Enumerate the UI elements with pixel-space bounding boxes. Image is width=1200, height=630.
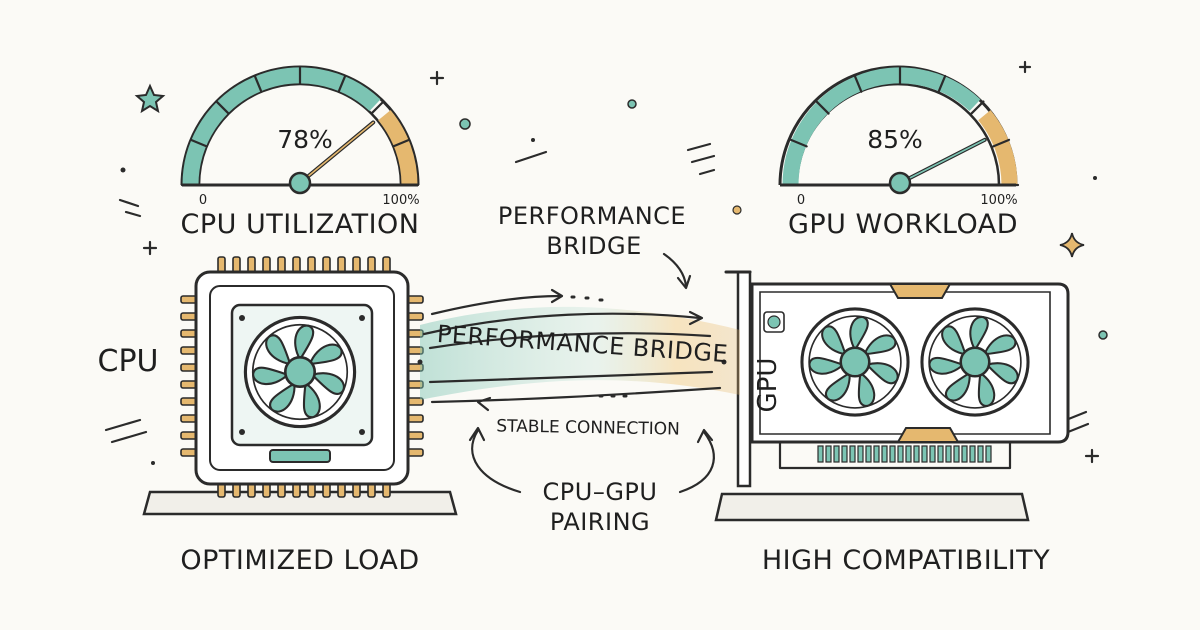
gpu-connector-pin xyxy=(857,445,864,463)
fan-icon xyxy=(800,307,910,417)
gpu-gauge-caption: GPU WORKLOAD xyxy=(788,209,1018,240)
bridge-top-label-line1: PERFORMANCE xyxy=(498,202,686,230)
gauge-tick xyxy=(970,100,985,115)
gpu-connector-pin xyxy=(953,445,960,463)
gauge-tick xyxy=(189,138,208,148)
gpu-connector-pin xyxy=(929,445,936,463)
gpu-label: GPU xyxy=(753,358,783,413)
cpu-gauge-value: 78% xyxy=(277,125,333,154)
gpu-connector-pin xyxy=(817,445,824,463)
arrow-icon xyxy=(696,428,714,444)
performance-bridge-flow xyxy=(417,288,740,412)
bridge-top-label-line2: BRIDGE xyxy=(546,232,641,260)
gauge-tick xyxy=(853,74,863,93)
fan-icon xyxy=(243,315,357,429)
gauge-tick xyxy=(815,100,830,115)
cpu-label: CPU xyxy=(98,344,159,379)
arrow-icon xyxy=(550,288,564,304)
gpu-connector-pin xyxy=(985,445,992,463)
gauge-tick xyxy=(392,138,411,148)
gauge-tick xyxy=(215,100,230,115)
gpu-connector-pin xyxy=(897,445,904,463)
gauge-tick xyxy=(337,74,347,93)
gpu-connector-pin xyxy=(841,445,848,463)
arrow-icon xyxy=(476,396,492,412)
arrow-icon xyxy=(676,274,692,290)
gpu-connector-pin xyxy=(889,445,896,463)
gpu-connector-pin xyxy=(865,445,872,463)
sparkle-icon xyxy=(142,60,1100,464)
gpu-connector-pin xyxy=(969,445,976,463)
cpu-gauge-min: 0 xyxy=(199,193,207,208)
pairing-label-line2: PAIRING xyxy=(550,508,650,536)
gpu-gauge-max: 100% xyxy=(980,193,1017,208)
gauge-tick xyxy=(789,138,808,148)
gpu-connector-pin xyxy=(977,445,984,463)
arrow-icon xyxy=(688,310,704,326)
bridge-connection-label: STABLE CONNECTION xyxy=(496,416,680,439)
gpu-gauge-value: 85% xyxy=(867,125,923,154)
dot-icon xyxy=(120,99,1108,465)
motion-lines xyxy=(104,142,1090,444)
gpu-caption: HIGH COMPATIBILITY xyxy=(762,545,1050,576)
gauge-tick xyxy=(253,74,263,93)
gauge-needle xyxy=(899,139,986,184)
gpu-connector-pin xyxy=(921,445,928,463)
gauge-needle xyxy=(299,121,374,184)
pairing-label-line1: CPU–GPU xyxy=(543,478,658,506)
gpu-connector-pin xyxy=(945,445,952,463)
fan-icon xyxy=(767,315,781,329)
fan-icon xyxy=(920,307,1030,417)
gpu-connector-pin xyxy=(961,445,968,463)
sparkle-icon xyxy=(1059,232,1085,258)
gpu-card-illustration xyxy=(714,270,1070,522)
arrow-icon xyxy=(468,426,486,442)
gpu-connector-pin xyxy=(937,445,944,463)
gpu-connector-pin xyxy=(833,445,840,463)
gpu-connector-pin xyxy=(849,445,856,463)
gpu-connector-pin xyxy=(913,445,920,463)
gpu-connector-pin xyxy=(881,445,888,463)
gauge-tick xyxy=(992,138,1011,148)
cpu-gauge-caption: CPU UTILIZATION xyxy=(181,209,420,240)
cpu-chip-illustration xyxy=(142,256,458,516)
gpu-connector-pin xyxy=(825,445,832,463)
gauge-tick xyxy=(937,74,947,93)
cpu-gauge: 78% 0 100% xyxy=(180,65,420,208)
gpu-gauge-min: 0 xyxy=(797,193,805,208)
star-icon xyxy=(134,83,166,114)
gauge-tick xyxy=(370,100,385,115)
gpu-connector-pin xyxy=(873,445,880,463)
cpu-gauge-max: 100% xyxy=(382,193,419,208)
gpu-gauge: 85% 0 100% xyxy=(778,65,1020,208)
cpu-caption: OPTIMIZED LOAD xyxy=(180,545,419,576)
gpu-connector-pin xyxy=(905,445,912,463)
